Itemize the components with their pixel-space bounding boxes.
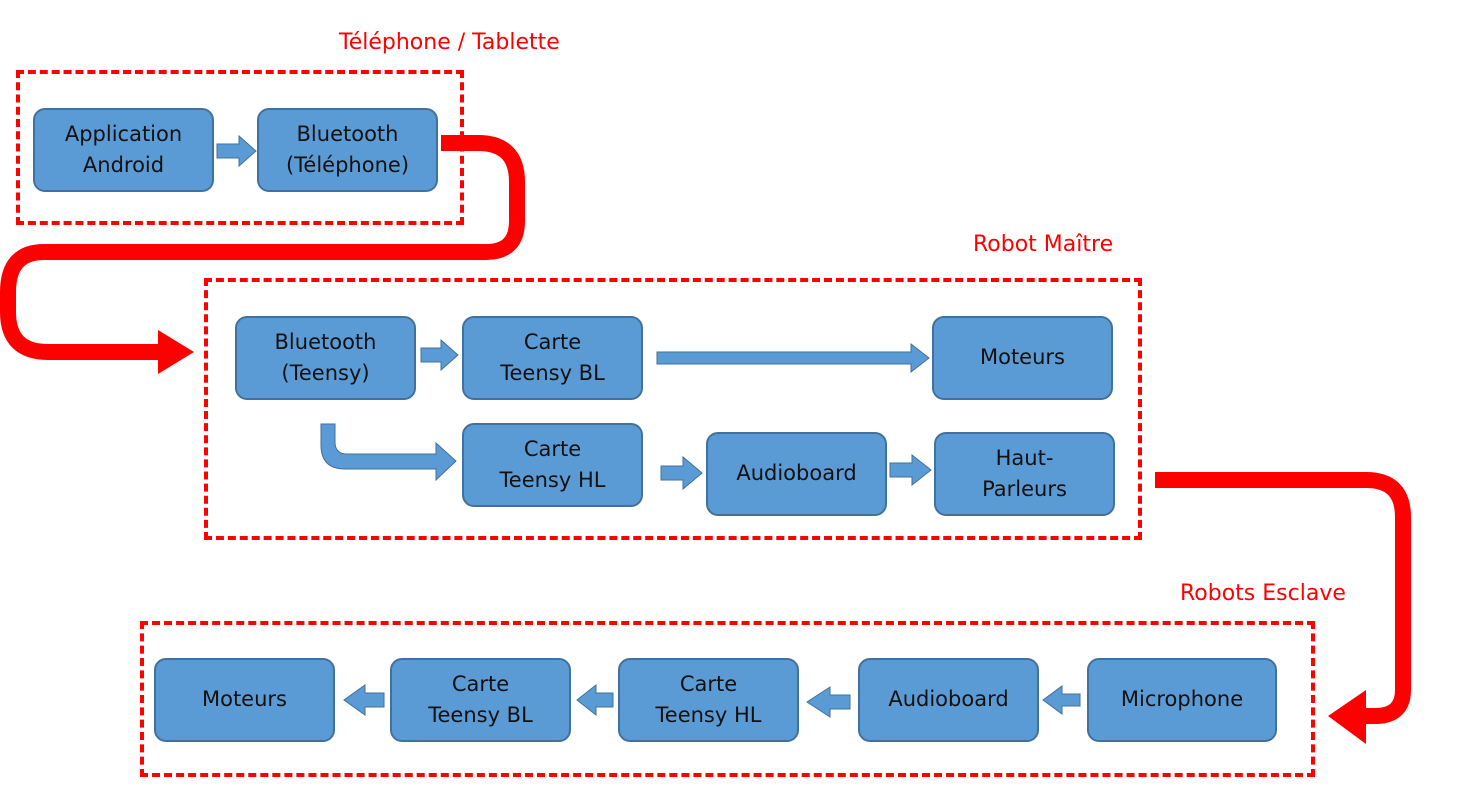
node-master-audioboard: Audioboard — [706, 432, 887, 516]
arrow-teensy-hl-to-teensy-bl — [576, 683, 614, 717]
node-android-app-line2: Android — [82, 153, 165, 177]
node-slave-teensy-bl-line1: Carte — [451, 671, 510, 696]
node-master-motors-line1: Moteurs — [979, 345, 1065, 370]
arrow-teensy-hl-to-audioboard — [660, 455, 703, 491]
red-connector-master-to-slaves — [1155, 472, 1411, 724]
node-slave-teensy-hl: Carte Teensy HL — [618, 658, 799, 742]
group-label-master: Robot Maître — [973, 232, 1114, 257]
node-slave-audioboard: Audioboard — [858, 658, 1039, 742]
node-android-app: Application Android — [33, 108, 214, 192]
node-slave-motors-line1: Moteurs — [201, 687, 287, 712]
node-master-bluetooth: Bluetooth (Teensy) — [235, 316, 416, 400]
node-master-teensy-hl-line1: Carte — [523, 436, 582, 461]
node-master-bluetooth-line2: (Teensy) — [281, 361, 370, 385]
node-android-app-line1: Application — [64, 121, 183, 146]
node-master-bluetooth-line1: Bluetooth — [274, 329, 377, 354]
node-master-teensy-bl-line1: Carte — [523, 329, 582, 354]
arrow-audioboard-to-teensy-hl — [806, 686, 851, 718]
arrow-teensy-bl-to-motors — [656, 342, 930, 374]
node-slave-teensy-bl-line2: Teensy BL — [428, 703, 533, 727]
arrow-master-bluetooth-to-teensy-bl — [420, 338, 459, 372]
arrow-bluetooth-down-to-teensy-hl — [320, 423, 457, 482]
arrow-audioboard-to-speakers — [889, 453, 932, 487]
node-slave-teensy-hl-line1: Carte — [679, 671, 738, 696]
node-phone-bluetooth-line2: (Téléphone) — [285, 153, 410, 177]
node-slave-teensy-hl-line2: Teensy HL — [655, 703, 762, 727]
node-master-teensy-hl-line2: Teensy HL — [499, 468, 606, 492]
group-label-phone: Téléphone / Tablette — [339, 30, 560, 55]
arrow-app-to-phone-bluetooth — [216, 134, 257, 168]
group-frame-master — [204, 278, 1142, 540]
red-arrowhead-into-master — [158, 330, 194, 374]
node-phone-bluetooth-line1: Bluetooth — [296, 121, 399, 146]
node-master-audioboard-line1: Audioboard — [736, 461, 857, 486]
arrow-teensy-bl-to-motors-slave — [343, 684, 385, 716]
node-slave-microphone-line1: Microphone — [1120, 687, 1244, 712]
group-frame-slaves — [140, 621, 1315, 777]
arrow-microphone-to-audioboard — [1042, 685, 1081, 715]
node-master-teensy-bl: Carte Teensy BL — [462, 316, 643, 400]
node-master-speakers: Haut- Parleurs — [934, 432, 1115, 516]
node-master-motors: Moteurs — [932, 316, 1113, 400]
node-slave-motors: Moteurs — [154, 658, 335, 742]
red-connector-phone-to-master — [0, 135, 525, 360]
node-slave-audioboard-line1: Audioboard — [888, 687, 1009, 712]
group-frame-phone — [16, 70, 464, 225]
node-master-speakers-line2: Parleurs — [982, 477, 1067, 501]
node-master-teensy-bl-line2: Teensy BL — [500, 361, 605, 385]
node-master-teensy-hl: Carte Teensy HL — [462, 423, 643, 507]
red-arrowhead-into-slaves — [1328, 690, 1366, 744]
node-phone-bluetooth: Bluetooth (Téléphone) — [257, 108, 438, 192]
node-slave-teensy-bl: Carte Teensy BL — [390, 658, 571, 742]
node-master-speakers-line1: Haut- — [995, 445, 1054, 470]
group-label-slaves: Robots Esclave — [1180, 581, 1346, 606]
node-slave-microphone: Microphone — [1087, 658, 1277, 742]
